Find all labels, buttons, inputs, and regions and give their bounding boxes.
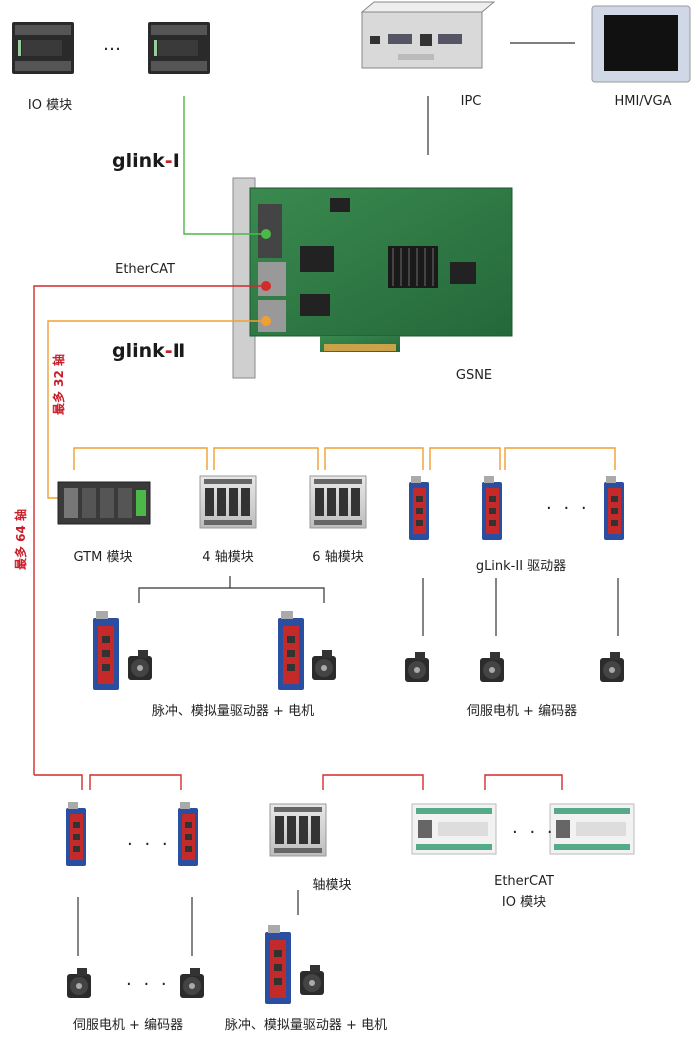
axis6-module-image — [309, 475, 367, 529]
max-64-axes-label: 最多 64 轴 — [14, 508, 29, 571]
bottom-pulse-driver-motor-label: 脉冲、模拟量驱动器 + 电机 — [224, 1018, 388, 1033]
pulse-motor-image-2 — [312, 650, 336, 680]
glink2-driver-image-1 — [409, 476, 429, 540]
gtm-module-label: GTM 模块 — [73, 550, 133, 565]
servo-motor-image-2 — [480, 652, 504, 682]
pulse-driver-motor-label: 脉冲、模拟量驱动器 + 电机 — [151, 704, 315, 719]
axis-modules-bracket — [138, 587, 325, 603]
ethercat-io-label-line2: IO 模块 — [501, 895, 547, 910]
max-32-axes-label: 最多 32 轴 — [52, 353, 67, 416]
bottom-servo-motor-encoder-label: 伺服电机 + 编码器 — [72, 1018, 184, 1033]
glink2-logo: glink-Ⅱ — [112, 340, 186, 362]
io-module-image-2 — [148, 22, 210, 74]
bottom-driver-image-2 — [178, 802, 198, 866]
axis6-module-label: 6 轴模块 — [312, 550, 364, 565]
ethercat-io-image-2 — [549, 803, 635, 855]
ethercat-line — [33, 285, 266, 775]
ipc-image — [360, 1, 496, 69]
axis4-module-label: 4 轴模块 — [202, 550, 254, 565]
bottom-pulse-driver-image — [265, 925, 291, 1004]
io-ellipsis: … — [103, 34, 124, 55]
glink1-line — [183, 96, 266, 235]
glink2-driver-image-2 — [482, 476, 502, 540]
bottom-axis-module-image — [269, 803, 327, 857]
glink2-driver-label: gLink-II 驱动器 — [475, 559, 567, 574]
hmi-image — [591, 5, 691, 83]
ecat-io-ellipsis: · · · — [512, 822, 556, 843]
bottom-servo-motor-image-1 — [67, 968, 91, 998]
servo-motor-image-3 — [600, 652, 624, 682]
bottom-servo-motor-image-2 — [180, 968, 204, 998]
gtm-module-image — [57, 481, 151, 525]
gsne-label: GSNE — [455, 368, 493, 383]
glink2-driver-ellipsis: · · · — [546, 498, 590, 519]
ipc-label: IPC — [460, 94, 482, 109]
bottom-driver-links — [77, 890, 299, 956]
glink2-driver-image-3 — [604, 476, 624, 540]
pulse-driver-image-1 — [93, 611, 119, 690]
driver-motor-links — [422, 578, 619, 636]
ethercat-bus — [34, 774, 563, 790]
pulse-driver-image-2 — [278, 611, 304, 690]
servo-motor-image-1 — [405, 652, 429, 682]
bottom-pulse-motor-image — [300, 965, 324, 995]
hmi-label: HMI/VGA — [614, 94, 672, 109]
ethercat-io-image-1 — [411, 803, 497, 855]
bottom-driver-image-1 — [66, 802, 86, 866]
axis-module-label: 轴模块 — [312, 878, 352, 893]
io-module-label: IO 模块 — [27, 98, 73, 113]
pulse-motor-image-1 — [128, 650, 152, 680]
bottom-motor-ellipsis: · · · — [126, 974, 170, 995]
glink2-bus — [73, 447, 616, 470]
gsne-card-image — [232, 177, 513, 379]
axis4-module-image — [199, 475, 257, 529]
io-module-image-1 — [12, 22, 74, 74]
glink1-logo: glink-Ⅰ — [112, 150, 180, 172]
servo-motor-encoder-label: 伺服电机 + 编码器 — [466, 704, 578, 719]
bottom-driver-ellipsis: · · · — [127, 834, 171, 855]
glink2-line — [47, 320, 266, 499]
ethercat-label: EtherCAT — [115, 262, 175, 277]
ethercat-io-label-line1: EtherCAT — [494, 874, 554, 889]
